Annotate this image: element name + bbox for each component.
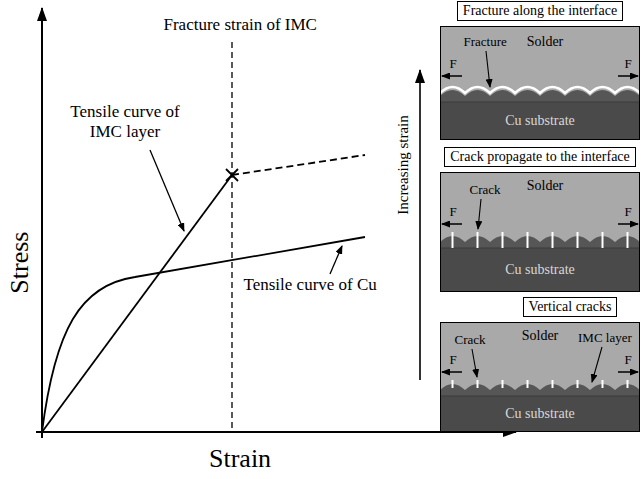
annotation: Increasing strain [394, 113, 412, 217]
force-label: F [450, 352, 457, 368]
cu-fill [440, 396, 640, 432]
imc-layer [440, 236, 640, 292]
crack [452, 380, 454, 388]
fracture-mark [226, 169, 238, 181]
cu-fill [440, 102, 640, 140]
crack [602, 380, 604, 388]
axis-title: Strain [207, 443, 273, 474]
force-label: F [625, 56, 632, 72]
force-label: F [625, 352, 632, 368]
region-label: Solder [527, 178, 564, 194]
force-label: F [450, 56, 457, 72]
force-arrow [442, 75, 462, 77]
imc-layer [440, 384, 640, 432]
cu-substrate-region: Cu substrate [502, 261, 578, 279]
force-arrow [618, 223, 638, 225]
region-label: Solder [522, 328, 559, 344]
curve-label: Tensile curve of IMC layer [56, 102, 195, 143]
crack [627, 232, 629, 248]
interface-line [440, 248, 640, 249]
leader-arrow [592, 347, 602, 382]
callout-label: Crack [470, 182, 501, 198]
solder-fill [440, 172, 640, 242]
crack [602, 232, 604, 248]
leader-arrow [472, 349, 477, 377]
cu-substrate-region: Cu substrate [502, 405, 578, 423]
panel-heading: Vertical cracks [523, 297, 618, 317]
y-axis [41, 8, 43, 438]
interface-fracture [440, 87, 640, 93]
force-label: F [625, 204, 632, 220]
solder-region: Solder [519, 327, 562, 345]
panel-heading: Fracture along the interface [457, 1, 623, 21]
imc-tensile-curve [42, 175, 232, 432]
force-arrow [442, 371, 462, 373]
crack [477, 232, 479, 248]
region-label: Cu substrate [505, 113, 575, 129]
callout-label: Fracture [464, 34, 507, 50]
callout-label: IMC layer [578, 330, 632, 346]
crack [577, 232, 579, 248]
interface-line [440, 102, 640, 103]
crack [502, 232, 504, 248]
crack [577, 380, 579, 388]
force-label: F [450, 204, 457, 220]
crack [527, 232, 529, 248]
solder-region: Solder [524, 33, 567, 51]
crack [477, 380, 479, 388]
cu-fill [440, 248, 640, 292]
crack [452, 232, 454, 248]
crack [527, 380, 529, 388]
cu-substrate-region: Cu substrate [502, 112, 578, 130]
cu-tensile-curve [42, 237, 365, 432]
crack [502, 380, 504, 388]
region-label: Cu substrate [505, 406, 575, 422]
panel-heading: Crack propagate to the interface [444, 147, 636, 167]
increasing-strain-arrow [419, 70, 421, 380]
axis-title: Stress [4, 229, 35, 295]
fracture-strain-line [231, 42, 232, 428]
force-arrow [442, 223, 462, 225]
joint-cross-sections [440, 26, 640, 432]
solder-region: Solder [524, 177, 567, 195]
region-label: Cu substrate [505, 262, 575, 278]
imc-layer [440, 90, 640, 140]
solder-fill [440, 26, 640, 96]
fracture-mark [226, 169, 238, 181]
crack [627, 380, 629, 388]
annotation: Fracture strain of IMC [162, 15, 319, 35]
interface-line [440, 396, 640, 397]
region-label: Solder [527, 34, 564, 50]
force-arrow [618, 75, 638, 77]
leader-arrow [478, 199, 481, 229]
imc-curve-extension [232, 155, 365, 175]
solder-fill [440, 322, 640, 390]
leader-arrow [150, 150, 184, 231]
curve-label: Tensile curve of Cu [242, 275, 379, 295]
leader-arrow [486, 51, 490, 87]
crack [552, 380, 554, 388]
callout-label: Crack [455, 332, 486, 348]
leader-arrow [330, 246, 342, 274]
crack [552, 232, 554, 248]
force-arrow [618, 371, 638, 373]
